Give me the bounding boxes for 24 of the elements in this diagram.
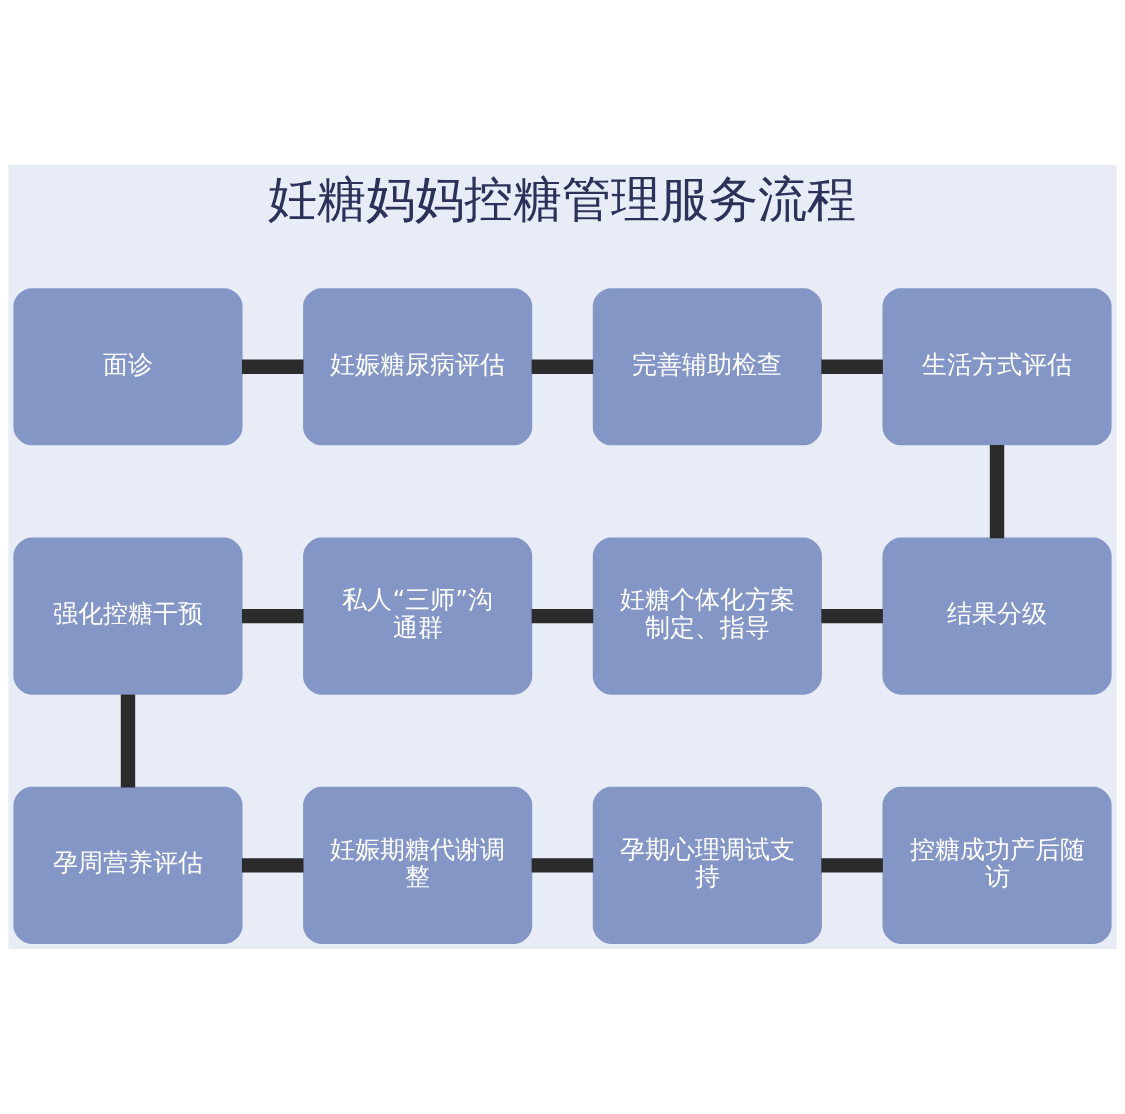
node-box: 控糖成功产后随访 (882, 786, 1112, 944)
connector (241, 858, 304, 873)
diagram-title: 妊糖妈妈控糖管理服务流程 (268, 170, 857, 228)
node-box: 面诊 (13, 288, 243, 446)
connector (821, 359, 883, 374)
node-box: 结果分级 (882, 537, 1112, 695)
connector (531, 608, 594, 624)
connector (120, 694, 136, 788)
node-box: 孕周营养评估 (13, 786, 243, 944)
connector (821, 608, 883, 624)
connector (531, 858, 594, 873)
connector (531, 359, 594, 374)
node-box: 强化控糖干预 (13, 537, 243, 695)
connector (989, 445, 1005, 539)
node-box: 妊娠期糖代谢调整 (303, 786, 533, 944)
node-box: 孕期心理调试支持 (592, 786, 822, 944)
node-box: 完善辅助检查 (592, 288, 822, 446)
connector (821, 858, 883, 873)
node-box: 妊娠糖尿病评估 (303, 288, 533, 446)
connector (241, 608, 304, 624)
node-box: 生活方式评估 (882, 288, 1112, 446)
node-box: 妊糖个体化方案制定、指导 (592, 537, 822, 695)
node-box: 私人“三师”沟通群 (303, 537, 533, 695)
connector (241, 359, 304, 374)
